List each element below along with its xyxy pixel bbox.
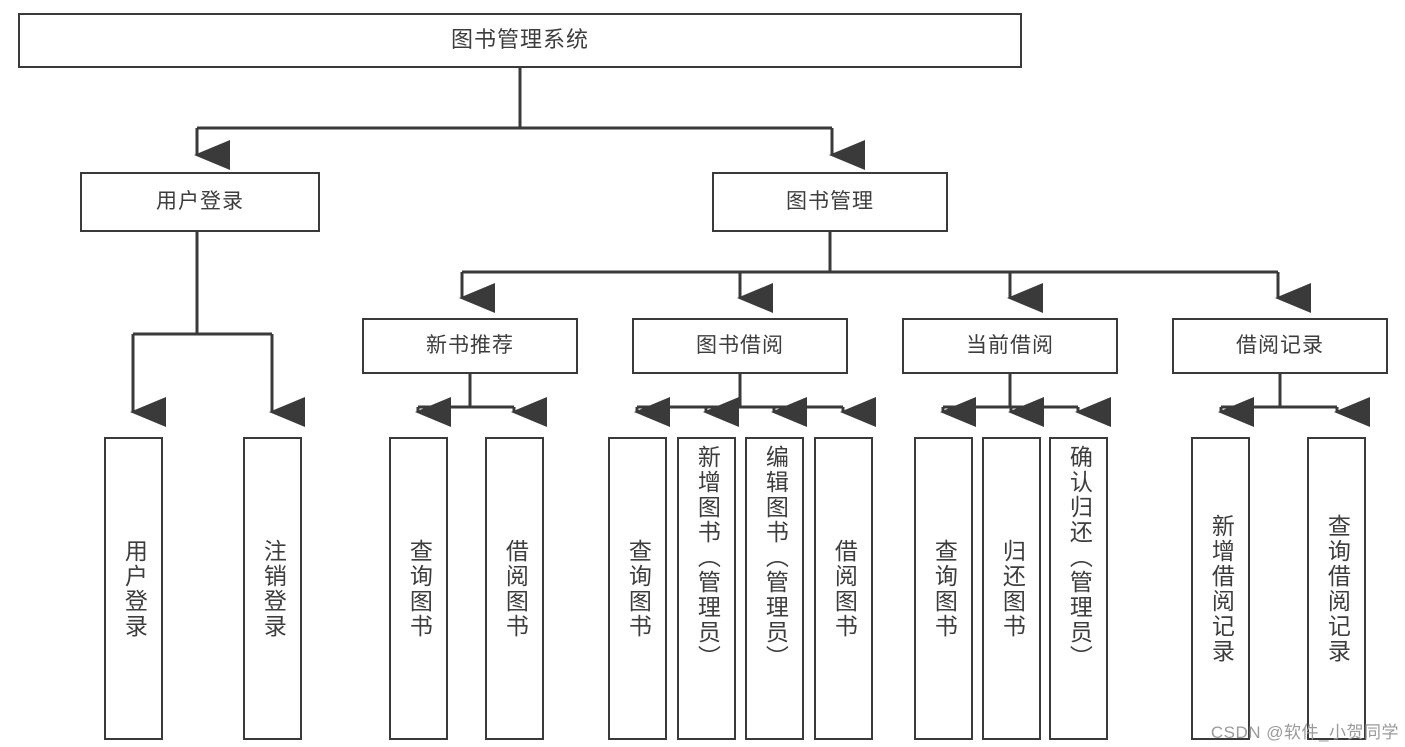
- leaf-user-login[interactable]: 用户登录: [104, 437, 163, 740]
- leaf-borrow-book-recommend-label: 借阅图书: [502, 538, 529, 639]
- node-new-book-recommend[interactable]: 新书推荐: [362, 318, 578, 374]
- leaf-add-book-admin[interactable]: 新增图书（管理员）: [677, 437, 736, 740]
- leaf-query-book-borrow[interactable]: 查询图书: [608, 437, 667, 740]
- node-root[interactable]: 图书管理系统: [18, 13, 1022, 68]
- leaf-query-book-current-label: 查询图书: [931, 538, 958, 639]
- leaf-return-book-label: 归还图书: [999, 538, 1026, 639]
- node-current-borrow-label: 当前借阅: [966, 334, 1054, 358]
- leaf-add-borrow-record[interactable]: 新增借阅记录: [1191, 437, 1250, 740]
- node-current-borrow[interactable]: 当前借阅: [902, 318, 1118, 374]
- node-book-borrow-label: 图书借阅: [696, 334, 784, 358]
- leaf-confirm-return-admin[interactable]: 确认归还（管理员）: [1049, 437, 1108, 740]
- leaf-logout-label: 注销登录: [260, 538, 287, 639]
- node-book-management[interactable]: 图书管理: [712, 172, 948, 232]
- node-root-label: 图书管理系统: [450, 27, 589, 53]
- node-user-login[interactable]: 用户登录: [80, 172, 320, 232]
- leaf-user-login-label: 用户登录: [121, 538, 148, 639]
- node-book-management-label: 图书管理: [786, 190, 874, 214]
- node-book-borrow[interactable]: 图书借阅: [632, 318, 848, 374]
- leaf-logout[interactable]: 注销登录: [243, 437, 302, 740]
- leaf-query-book-recommend[interactable]: 查询图书: [389, 437, 448, 740]
- leaf-return-book[interactable]: 归还图书: [982, 437, 1041, 740]
- leaf-query-book-current[interactable]: 查询图书: [914, 437, 973, 740]
- node-user-login-label: 用户登录: [156, 190, 244, 214]
- leaf-borrow-book-recommend[interactable]: 借阅图书: [485, 437, 544, 740]
- leaf-query-borrow-record[interactable]: 查询借阅记录: [1307, 437, 1366, 740]
- leaf-query-borrow-record-label: 查询借阅记录: [1324, 513, 1351, 664]
- leaf-edit-book-admin[interactable]: 编辑图书（管理员）: [745, 437, 804, 740]
- leaf-borrow-book-label: 借阅图书: [831, 538, 858, 639]
- node-new-book-recommend-label: 新书推荐: [426, 334, 514, 358]
- leaf-add-borrow-record-label: 新增借阅记录: [1208, 513, 1235, 664]
- leaf-borrow-book[interactable]: 借阅图书: [814, 437, 873, 740]
- leaf-edit-book-admin-label: 编辑图书（管理员）: [762, 445, 789, 670]
- leaf-query-book-recommend-label: 查询图书: [406, 538, 433, 639]
- leaf-add-book-admin-label: 新增图书（管理员）: [694, 445, 721, 670]
- node-borrow-record-label: 借阅记录: [1236, 334, 1324, 358]
- leaf-confirm-return-admin-label: 确认归还（管理员）: [1066, 445, 1093, 670]
- leaf-query-book-borrow-label: 查询图书: [625, 538, 652, 639]
- node-borrow-record[interactable]: 借阅记录: [1172, 318, 1388, 374]
